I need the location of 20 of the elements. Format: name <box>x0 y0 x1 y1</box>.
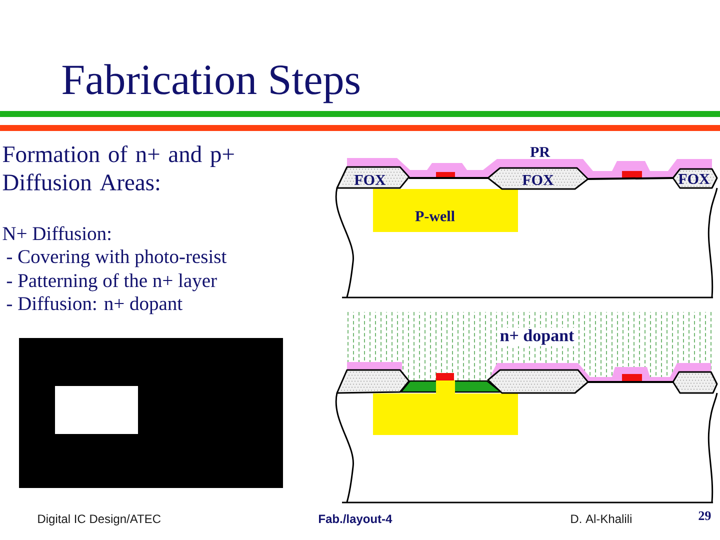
field-oxide <box>672 371 718 394</box>
field-oxide <box>487 369 589 394</box>
bullet-item: - Covering with photo-resist <box>6 249 227 268</box>
field-oxide <box>336 369 410 394</box>
step-heading: N+ Diffusion: <box>2 226 110 240</box>
page-number: 29 <box>698 511 711 520</box>
footer-text: Fab./layout-4 <box>319 514 392 526</box>
field-oxide: FOX <box>487 167 589 190</box>
slide-title: Fabrication Steps <box>62 64 360 104</box>
section-heading: Formation of n+ and p+ Diffusion Areas: <box>2 145 234 191</box>
field-oxide: FOX <box>336 166 410 189</box>
bullet-item: - Patterning of the n+ layer <box>6 273 217 292</box>
well-region <box>373 380 518 435</box>
footer-text: Digital IC Design/ATEC <box>38 514 161 526</box>
node-label: n+ dopant <box>500 329 574 345</box>
bullet-item: - Diffusion: n+ dopant <box>6 296 182 314</box>
field-oxide: FOX <box>672 168 718 189</box>
node-label: PR <box>530 147 550 157</box>
footer-text: D. Al-Khalili <box>571 514 632 524</box>
well-region: P-well <box>373 189 518 232</box>
